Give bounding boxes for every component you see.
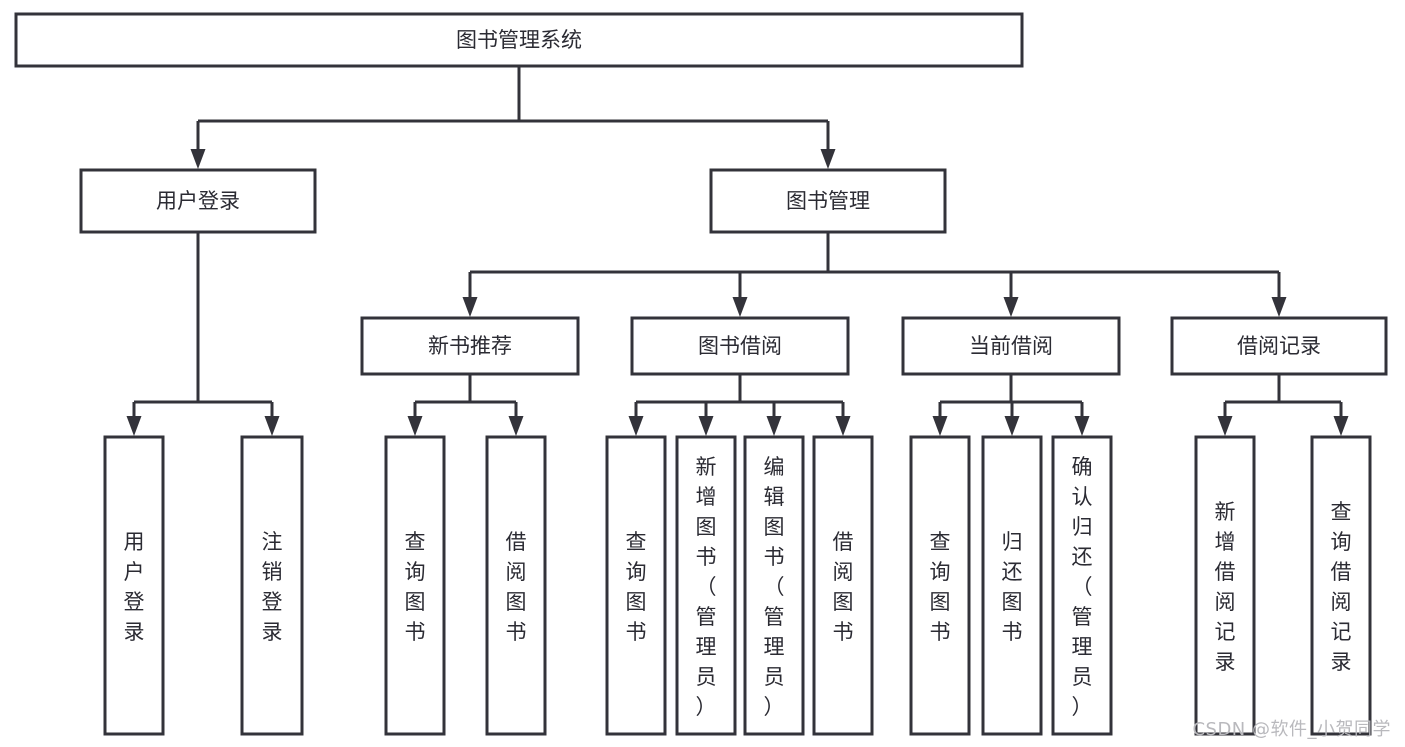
node-box-new-book-recommend[interactable] — [360, 316, 580, 376]
node-book-management[interactable]: 图书管理 — [709, 168, 947, 234]
node-box-borrow-record[interactable] — [1170, 316, 1388, 376]
node-label-leaf-borrow-book-2: 借阅图书 — [833, 530, 854, 644]
node-label-leaf-query-book-2: 查询图书 — [626, 530, 647, 644]
node-leaf-edit-book[interactable]: 编辑图书（管理员） — [743, 435, 805, 736]
node-layer: 图书管理系统用户登录图书管理新书推荐图书借阅当前借阅借阅记录用户登录注销登录查询… — [14, 12, 1388, 736]
node-box-user-login[interactable] — [79, 168, 317, 234]
node-box-leaf-user-login[interactable] — [103, 435, 165, 736]
node-book-borrow[interactable]: 图书借阅 — [630, 316, 850, 376]
node-box-leaf-query-book-2[interactable] — [605, 435, 667, 736]
node-borrow-record[interactable]: 借阅记录 — [1170, 316, 1388, 376]
node-label-leaf-add-record: 新增借阅记录 — [1215, 500, 1236, 674]
node-label-leaf-user-login: 用户登录 — [124, 530, 145, 644]
node-leaf-query-record[interactable]: 查询借阅记录 — [1310, 435, 1372, 736]
node-leaf-logout[interactable]: 注销登录 — [240, 435, 304, 736]
node-leaf-borrow-book-2[interactable]: 借阅图书 — [812, 435, 874, 736]
node-box-leaf-query-book-3[interactable] — [909, 435, 971, 736]
connector-layer — [126, 66, 1349, 436]
node-label-new-book-recommend: 新书推荐 — [428, 334, 512, 358]
node-leaf-user-login[interactable]: 用户登录 — [103, 435, 165, 736]
node-leaf-add-record[interactable]: 新增借阅记录 — [1194, 435, 1256, 736]
node-label-leaf-return-book: 归还图书 — [1002, 530, 1023, 644]
node-leaf-query-book-3[interactable]: 查询图书 — [909, 435, 971, 736]
node-box-leaf-return-book[interactable] — [981, 435, 1043, 736]
node-box-book-management[interactable] — [709, 168, 947, 234]
node-label-leaf-query-record: 查询借阅记录 — [1331, 500, 1352, 674]
node-label-leaf-query-book-3: 查询图书 — [930, 530, 951, 644]
node-box-leaf-logout[interactable] — [240, 435, 304, 736]
node-label-root: 图书管理系统 — [456, 28, 582, 52]
node-box-leaf-query-book-1[interactable] — [384, 435, 446, 736]
node-box-leaf-borrow-book-1[interactable] — [485, 435, 547, 736]
node-user-login[interactable]: 用户登录 — [79, 168, 317, 234]
node-label-leaf-confirm-return: 确认归还（管理员） — [1072, 455, 1093, 719]
node-box-leaf-add-record[interactable] — [1194, 435, 1256, 736]
node-current-borrow[interactable]: 当前借阅 — [901, 316, 1121, 376]
node-label-current-borrow: 当前借阅 — [969, 334, 1053, 358]
node-label-leaf-borrow-book-1: 借阅图书 — [506, 530, 527, 644]
node-label-leaf-query-book-1: 查询图书 — [405, 530, 426, 644]
node-leaf-add-book[interactable]: 新增图书（管理员） — [675, 435, 737, 736]
node-box-book-borrow[interactable] — [630, 316, 850, 376]
node-label-borrow-record: 借阅记录 — [1237, 334, 1321, 358]
node-box-leaf-add-book[interactable] — [675, 435, 737, 736]
watermark-label: CSDN @软件_小贺同学 — [1192, 719, 1391, 740]
node-box-leaf-query-record[interactable] — [1310, 435, 1372, 736]
node-box-current-borrow[interactable] — [901, 316, 1121, 376]
node-label-user-login: 用户登录 — [156, 189, 240, 213]
node-label-leaf-logout: 注销登录 — [262, 530, 283, 644]
node-leaf-query-book-1[interactable]: 查询图书 — [384, 435, 446, 736]
node-label-leaf-edit-book: 编辑图书（管理员） — [764, 455, 785, 719]
node-leaf-return-book[interactable]: 归还图书 — [981, 435, 1043, 736]
node-box-leaf-confirm-return[interactable] — [1051, 435, 1113, 736]
node-new-book-recommend[interactable]: 新书推荐 — [360, 316, 580, 376]
node-label-leaf-add-book: 新增图书（管理员） — [696, 455, 717, 719]
node-root[interactable]: 图书管理系统 — [14, 12, 1024, 68]
node-label-book-borrow: 图书借阅 — [698, 334, 782, 358]
node-leaf-query-book-2[interactable]: 查询图书 — [605, 435, 667, 736]
node-leaf-confirm-return[interactable]: 确认归还（管理员） — [1051, 435, 1113, 736]
node-box-leaf-borrow-book-2[interactable] — [812, 435, 874, 736]
node-label-book-management: 图书管理 — [786, 189, 870, 213]
node-box-leaf-edit-book[interactable] — [743, 435, 805, 736]
node-box-root[interactable] — [14, 12, 1024, 68]
node-leaf-borrow-book-1[interactable]: 借阅图书 — [485, 435, 547, 736]
